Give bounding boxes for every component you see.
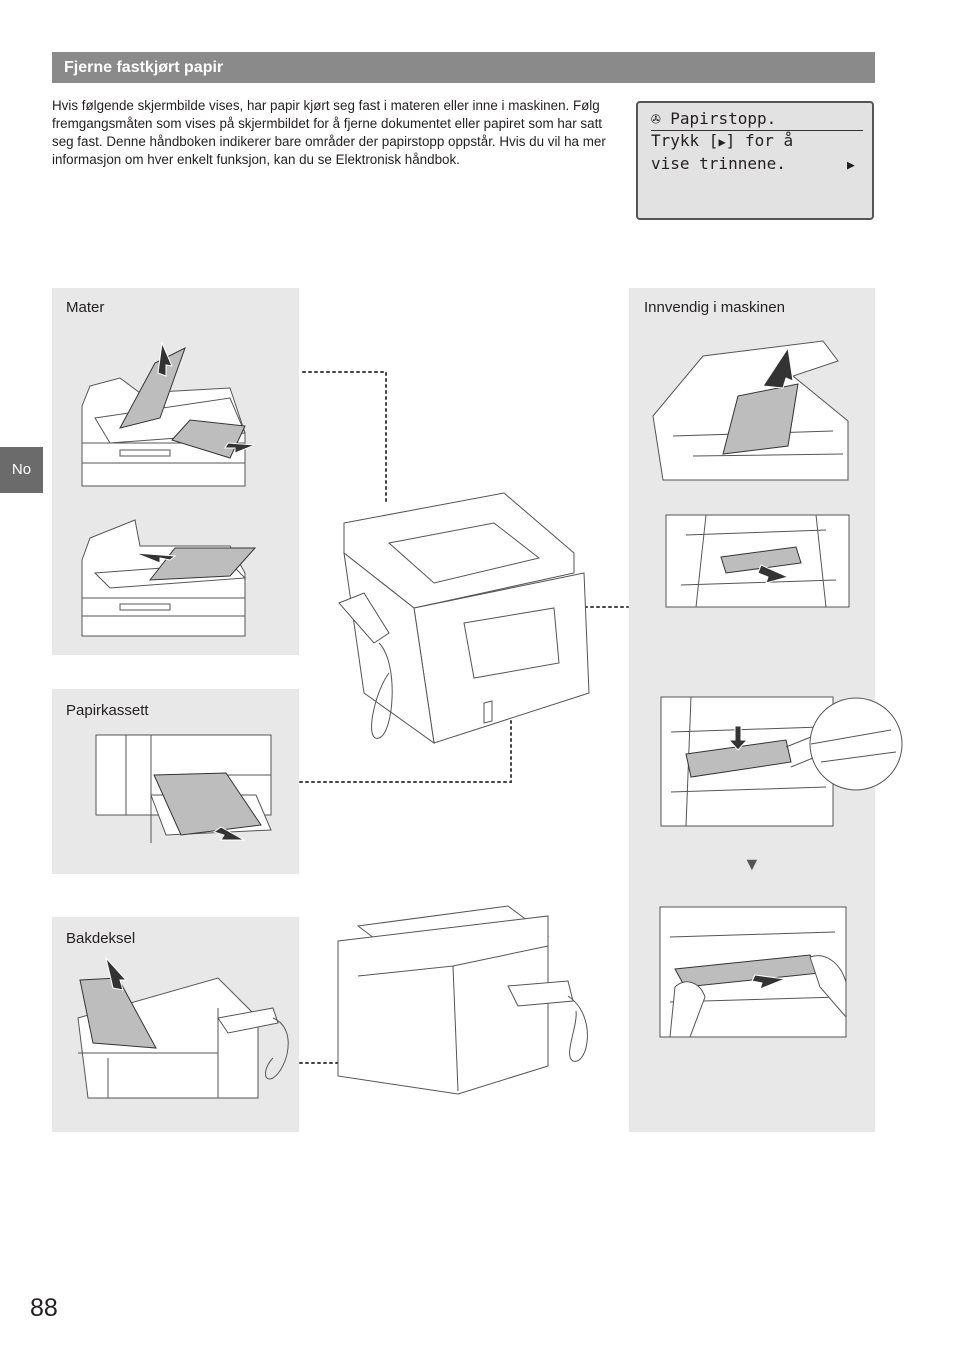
panel-label-mater: Mater: [66, 299, 105, 316]
page-number: 88: [30, 1294, 58, 1322]
language-tab: No: [0, 447, 43, 493]
section-title: Fjerne fastkjørt papir: [52, 52, 875, 83]
rear-cover-jam-illustration: [68, 958, 286, 1108]
intro-paragraph: Hvis følgende skjermbilde vises, har pap…: [52, 98, 606, 167]
inside-jam-illustration-1: [653, 336, 849, 480]
play-icon: ▶: [718, 135, 726, 149]
panel-label-innvendig: Innvendig i maskinen: [644, 299, 785, 316]
lcd-display: ✇ Papirstopp. Trykk [▶] for å vise trinn…: [636, 101, 874, 220]
paper-jam-icon: ✇: [651, 109, 661, 128]
inside-jam-illustration-3: [661, 692, 903, 826]
lcd-line-3: vise trinnene.: [651, 154, 786, 173]
inside-jam-illustration-2: [666, 515, 849, 607]
lcd-line-1: ✇ Papirstopp.: [651, 108, 863, 131]
next-arrow-icon: ▶: [847, 158, 855, 173]
step-down-arrow-icon: ▼: [743, 854, 761, 874]
feeder-jam-illustration-2: [80, 518, 258, 636]
feeder-jam-illustration-1: [80, 338, 272, 486]
inside-jam-illustration-4: [660, 907, 846, 1037]
cassette-jam-illustration: [96, 735, 271, 843]
printer-front-illustration: [334, 493, 596, 747]
panel-label-bakdeksel: Bakdeksel: [66, 930, 136, 947]
printer-rear-illustration: [338, 906, 592, 1096]
lcd-line-2: Trykk [▶] for å: [651, 131, 794, 150]
panel-label-papirkassett: Papirkassett: [66, 702, 149, 719]
